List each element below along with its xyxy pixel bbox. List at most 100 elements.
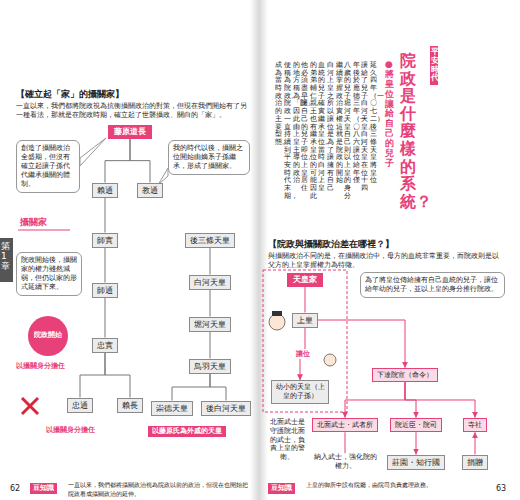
body-column: 的地方稱為「院」，因此由上皇主導的政治	[293, 62, 300, 185]
person-box: 忠通	[67, 398, 93, 413]
emperor-box: 後三條天皇	[185, 233, 235, 248]
node-text: 院政開始後，攝關家的權力雖然減弱，但仍以家的形式延續下來。	[21, 256, 77, 292]
emperor-box: 幼小的天皇（上皇的子孫）	[271, 380, 329, 404]
result-box: 莊園・知行國	[387, 455, 445, 470]
connector	[405, 382, 475, 418]
page-number: 63	[496, 484, 506, 495]
node-text: 賴通	[97, 186, 113, 195]
chapter-tab-text: 第1章	[1, 242, 10, 272]
tip-tag: 豆知識	[268, 483, 295, 494]
connector	[105, 248, 106, 283]
child-emperor-figure	[324, 354, 336, 366]
body-column: 繼續掌握政治實權。這就是院政的開始。	[336, 62, 343, 185]
subtitle: ●將皇位讓給自己的兒子	[385, 60, 394, 169]
node-text: 幼小的天皇（上皇的子孫）	[275, 383, 325, 401]
figure-head	[269, 314, 285, 330]
body-column: 的弟弟輔仁親王也有繼承皇位的可能，因此	[310, 62, 317, 200]
bubble-tail	[80, 138, 106, 166]
node-text: 寺社	[468, 421, 482, 429]
body-column: 便稱為院政。院政一直持續到平安時代末期，	[284, 62, 291, 200]
emperor-box: 堀河天皇	[189, 317, 231, 332]
body-column: 血統的兒子確實繼承皇位。當時白河上皇	[318, 62, 325, 193]
start-circle: 院政開始	[28, 316, 68, 356]
node-text: 上皇	[297, 316, 313, 325]
band-label: 以藤原氏為外戚的天皇	[148, 426, 226, 437]
node-text: 忠通	[72, 401, 88, 410]
group-label: 攝關家	[20, 216, 47, 228]
connector	[105, 198, 106, 233]
body-column: 他必須盡早讓自己的兒子即位。上皇居住	[301, 62, 308, 193]
connector	[475, 432, 476, 454]
footnote: 上皇的御所中設有院廳，由院司負責處理政務。	[306, 481, 481, 490]
body-column: 延久四年（一〇七二），後三條天皇將皇位	[370, 62, 377, 185]
label-underline	[18, 230, 70, 231]
node-text: 創造了攝關政治全盛期，但沒有確立起讓子孫代代繼承攝關的體制。	[21, 144, 75, 189]
node-text: 堀河天皇	[194, 320, 226, 329]
section-heading: 【確立起「家」的攝關家】	[16, 88, 124, 100]
ancestor-box: 藤原道長	[108, 125, 152, 139]
body-text: 與攝關政治不同的是，在攝關政治中，母方的血統非常重要，而院政則是以父方的上皇掌握…	[268, 252, 504, 271]
connector	[130, 139, 150, 183]
connector	[345, 382, 405, 418]
person-box: 師實	[92, 233, 118, 248]
node-text: 為了將皇位傳給擁有自己血統的兒子，讓位給年幼的兒子，並以上皇的身分推行院政。	[365, 276, 500, 294]
node-text: 師實	[97, 236, 113, 245]
connector	[210, 332, 211, 359]
side-note: 北面武士是守護院北面的武士，負責上皇的警衛。	[267, 418, 307, 462]
cross-stroke	[22, 398, 38, 414]
node-text: 忠實	[97, 341, 113, 350]
person-box: 師通	[92, 283, 118, 298]
node-text: 賴長	[122, 401, 138, 410]
connector	[210, 374, 226, 401]
figure-head	[324, 354, 336, 366]
connector	[105, 139, 130, 183]
house-header: 天皇家	[287, 273, 323, 287]
node-text: 教通	[142, 186, 158, 195]
node-text: 藤原道長	[114, 127, 146, 137]
connector	[210, 290, 211, 317]
node-text: 莊園・知行國	[392, 458, 440, 467]
page-number: 62	[10, 484, 20, 495]
node-text: 納入武士，強化院的權力。	[311, 453, 379, 471]
emperor-box: 後白河天皇	[201, 401, 251, 416]
role-label: 以攝關身分擔任	[16, 362, 65, 371]
organ-box: 院近臣・院司	[390, 418, 442, 432]
body-column: 八歲的兒子堀河天皇，自己則以上皇的身分	[344, 62, 351, 200]
cross-stroke	[22, 398, 38, 414]
node-text: 院政開始	[34, 332, 62, 340]
page-gutter	[250, 0, 268, 500]
connector	[210, 248, 211, 275]
retired-emperor-figure	[269, 311, 285, 330]
node-text: 崇德天皇	[156, 404, 188, 413]
connector	[172, 374, 210, 401]
speech-bubble: 創造了攝關政治全盛期，但沒有確立起讓子孫代代繼承攝關的體制。	[16, 140, 80, 193]
person-box: 忠實	[92, 338, 118, 353]
node-text: 捐贈	[467, 458, 483, 467]
footnote: 一直以來，我們都將攝關政治視為院政以前的政治，但現在也開始把院政看成攝關政治的延…	[68, 481, 248, 498]
connector	[105, 353, 130, 398]
role-label: 以攝關身分擔任	[46, 426, 95, 435]
connector	[305, 287, 306, 313]
node-text: 後白河天皇	[206, 404, 246, 413]
organ-box: 北面武士・武者所	[312, 418, 378, 432]
speech-bubble: 院政開始後，攝關家的權力雖然減弱，但仍以家的形式延續下來。	[16, 252, 82, 296]
organ-box: 寺社	[463, 418, 487, 432]
emperor-box: 鳥羽天皇	[189, 359, 231, 374]
body-column: 成為當時政治的主要型態。	[275, 62, 282, 147]
node-text: 院近臣・院司	[395, 421, 437, 429]
node-text: 北面武士是守護院北面的武士，負責上皇的警衛。	[267, 418, 307, 462]
figure-hat	[272, 311, 282, 316]
node-text: 我的時代以後，攝關之位開始由嫡系子孫繼承，形成了攝關家。	[173, 144, 245, 171]
section-heading: 【院政與攝關政治差在哪裡？】	[268, 238, 394, 250]
order-box: 下達院宣（命令）	[372, 368, 438, 382]
body-column: 白河上皇之所以讓位，是為了讓擁有自己	[327, 62, 334, 193]
node-text: 鳥羽天皇	[194, 362, 226, 371]
person-box: 賴長	[117, 398, 143, 413]
body-column: 讓給了兒子白河天皇。白河天皇在位十四	[361, 62, 368, 193]
era-tag: 平安時代	[430, 46, 438, 85]
connector	[318, 320, 405, 368]
connector	[345, 432, 346, 453]
page-title: 院政是什麼樣的系統？	[400, 52, 416, 210]
